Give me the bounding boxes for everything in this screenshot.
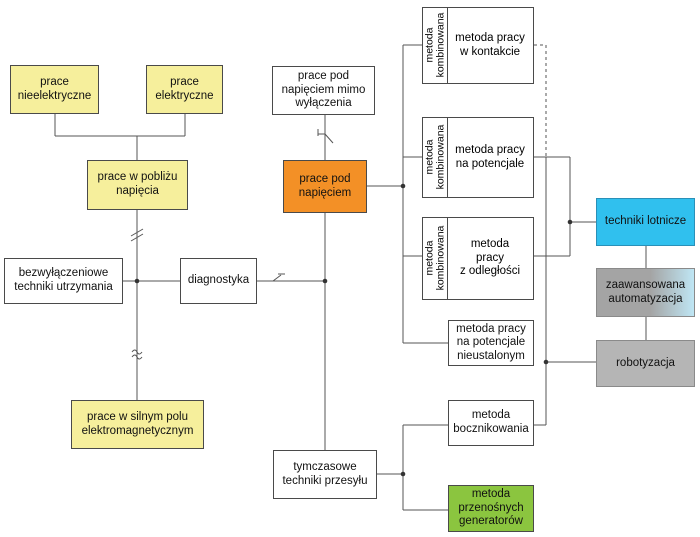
combined-distance-method-box: metoda kombinowana metoda pracy z odległ… <box>422 217 534 300</box>
diagnostics-box: diagnostyka <box>180 258 257 304</box>
advanced-automation-box: zaawansowana automatyzacja <box>596 268 695 317</box>
distance-method-label: metoda pracy z odległości <box>459 238 521 278</box>
temporary-transmission-box: tymczasowe techniki przesyłu <box>273 450 377 499</box>
live-work-despite-off-box: prace pod napięciem mimo wyłączenia <box>272 66 375 115</box>
combined-contact-method-box: metoda kombinowana metoda pracy w kontak… <box>422 7 534 84</box>
electrical-work-box: prace elektryczne <box>146 65 223 114</box>
bypass-method-box: metoda bocznikowania <box>448 400 534 446</box>
live-work-box: prace pod napięciem <box>283 160 367 213</box>
airborne-techniques-box: techniki lotnicze <box>596 198 695 246</box>
combined-method-label: metoda kombinowana <box>423 8 448 83</box>
combined-method-label: metoda kombinowana <box>423 218 448 299</box>
unsteady-potential-method-box: metoda pracy na potencjale nieustalonym <box>448 320 534 366</box>
potential-method-label: metoda pracy na potencjale <box>455 143 525 170</box>
combined-potential-method-box: metoda kombinowana metoda pracy na poten… <box>422 117 534 198</box>
robotics-box: robotyzacja <box>596 340 695 387</box>
portable-generators-method-box: metoda przenośnych generatorów <box>448 485 534 532</box>
non-electrical-work-box: prace nieelektryczne <box>10 65 99 114</box>
em-field-work-box: prace w silnym polu elektromagnetycznym <box>71 400 204 449</box>
near-voltage-work-box: prace w pobliżu napięcia <box>87 160 188 210</box>
contact-method-label: metoda pracy w kontakcie <box>455 31 525 58</box>
no-outage-maintenance-box: bezwyłączeniowe techniki utrzymania <box>4 258 123 304</box>
combined-method-label: metoda kombinowana <box>423 118 448 197</box>
